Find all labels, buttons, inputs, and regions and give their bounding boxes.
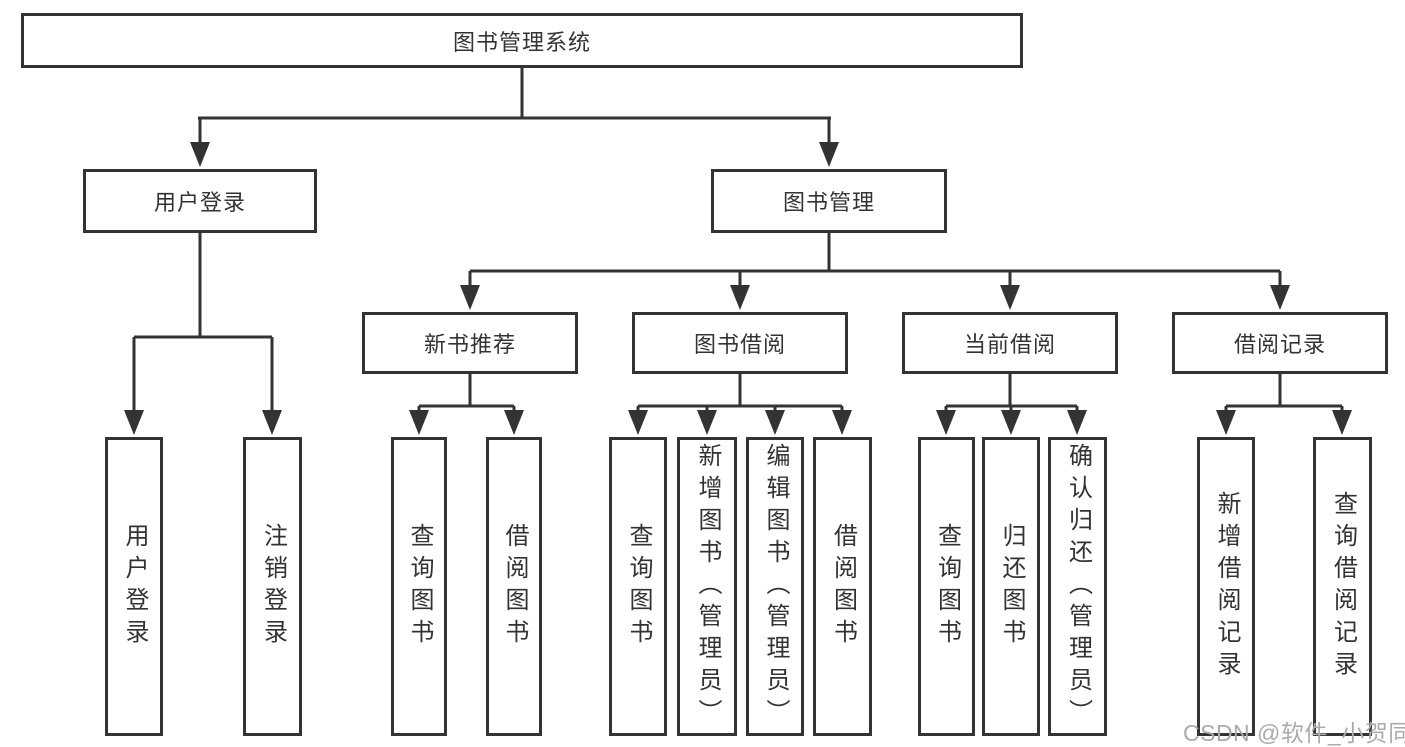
leaf-logout-label: 注销登录 bbox=[259, 522, 287, 651]
leaf-confirm-return-admin: 确认归还（管理员） bbox=[1048, 437, 1107, 736]
leaf-user-login: 用户登录 bbox=[105, 437, 163, 736]
leaf-borrow-books: 借阅图书 bbox=[813, 437, 872, 736]
leaf-add-borrow-record-label: 新增借阅记录 bbox=[1213, 490, 1240, 683]
leaf-borrow-books-label: 借阅图书 bbox=[829, 522, 857, 651]
leaf-user-login-label: 用户登录 bbox=[121, 522, 148, 651]
node-book-borrowing-label: 图书借阅 bbox=[693, 332, 786, 357]
node-current-borrowing-label: 当前借阅 bbox=[963, 332, 1056, 357]
node-root-label: 图书管理系统 bbox=[452, 29, 591, 55]
node-book-borrowing: 图书借阅 bbox=[632, 312, 848, 374]
node-new-book-recommendation: 新书推荐 bbox=[362, 312, 578, 374]
leaf-borrow-books-recommend: 借阅图书 bbox=[486, 437, 542, 736]
leaf-return-book-label: 归还图书 bbox=[998, 522, 1025, 651]
leaf-query-borrow-record: 查询借阅记录 bbox=[1313, 437, 1372, 736]
leaf-return-book: 归还图书 bbox=[982, 437, 1040, 736]
leaf-query-borrow-record-label: 查询借阅记录 bbox=[1329, 490, 1357, 683]
leaf-query-books-recommend-label: 查询图书 bbox=[406, 522, 433, 651]
node-borrowing-records-label: 借阅记录 bbox=[1233, 332, 1326, 357]
leaf-query-books-recommend: 查询图书 bbox=[391, 437, 447, 736]
node-borrowing-records: 借阅记录 bbox=[1172, 312, 1388, 374]
leaf-query-books-current: 查询图书 bbox=[918, 437, 975, 736]
leaf-edit-book-admin: 编辑图书（管理员） bbox=[746, 437, 804, 736]
leaf-query-books-current-label: 查询图书 bbox=[933, 522, 961, 651]
node-user-login: 用户登录 bbox=[83, 169, 317, 233]
node-book-management: 图书管理 bbox=[711, 169, 947, 233]
leaf-query-books-borrow: 查询图书 bbox=[609, 437, 667, 736]
leaf-confirm-return-admin-label: 确认归还（管理员） bbox=[1064, 442, 1092, 731]
leaf-edit-book-admin-label: 编辑图书（管理员） bbox=[762, 442, 789, 731]
leaf-add-borrow-record: 新增借阅记录 bbox=[1197, 437, 1255, 736]
leaf-add-book-admin-label: 新增图书（管理员） bbox=[694, 442, 721, 731]
node-book-management-label: 图书管理 bbox=[782, 190, 875, 215]
node-root: 图书管理系统 bbox=[21, 13, 1023, 68]
node-user-login-label: 用户登录 bbox=[153, 190, 246, 215]
watermark: CSDN @软件_小贺同学 bbox=[1183, 720, 1405, 746]
leaf-logout: 注销登录 bbox=[243, 437, 302, 736]
node-new-book-recommendation-label: 新书推荐 bbox=[423, 332, 516, 357]
leaf-query-books-borrow-label: 查询图书 bbox=[625, 522, 652, 651]
leaf-borrow-books-recommend-label: 借阅图书 bbox=[501, 522, 528, 651]
node-current-borrowing: 当前借阅 bbox=[902, 312, 1118, 374]
leaf-add-book-admin: 新增图书（管理员） bbox=[677, 437, 737, 736]
